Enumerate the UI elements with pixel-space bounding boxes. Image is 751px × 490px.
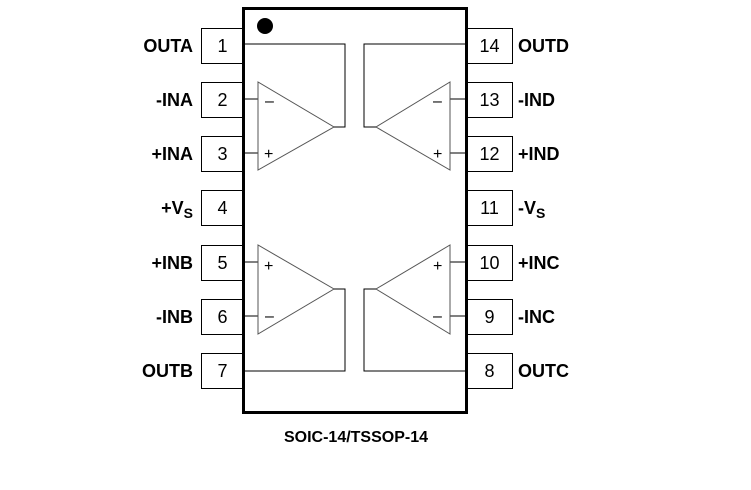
pin-number: 2 [217,90,227,110]
pin-number: 7 [217,361,227,381]
amp-c-plus-sign: + [433,258,442,275]
pin-box [201,353,244,389]
pin1-indicator-dot [257,18,273,34]
pin-number: 4 [217,198,227,218]
pin-box [201,136,244,172]
pin-3: 3 +INA [151,136,244,172]
pin-label: -INB [156,307,193,327]
pin-number: 10 [479,253,499,273]
amp-d-minus-sign: – [433,93,442,110]
pin-number: 6 [217,307,227,327]
amp-d-plus-sign: + [433,146,442,163]
package-caption: SOIC-14/TSSOP-14 [284,429,428,446]
pin-number: 14 [479,36,499,56]
amp-a-minus-sign: – [265,93,274,110]
pin-number: 11 [480,198,499,218]
pin-label: +IND [518,144,560,164]
chip-body [242,7,468,414]
pin-number: 3 [217,144,227,164]
pin-label: +VS [161,198,193,221]
amplifier-a: – + [245,43,346,171]
amp-b-feedback [245,288,346,372]
pin-8: 8 OUTC [466,353,569,389]
pin-box [466,136,513,172]
pin-box [466,190,513,226]
pin-9: 9 -INC [466,299,555,335]
pin-11: 11 -VS [466,190,545,226]
amp-b-minus-sign: – [265,308,274,325]
pin-12: 12 +IND [466,136,560,172]
amp-a-feedback [245,43,346,128]
pin-1: 1 OUTA [143,28,244,64]
pin-label: +INC [518,253,560,273]
amp-a-plus-sign: + [264,146,273,163]
amplifier-d: – + [363,43,465,171]
pin-label: OUTD [518,36,569,56]
pin-label: -IND [518,90,555,110]
pin-box [201,28,244,64]
left-pins: 1 OUTA 2 -INA 3 +INA 4 +VS 5 +INB 6 -INB 7 OUTB [142,28,244,389]
pin-label: -INC [518,307,555,327]
pin-label: +INA [151,144,193,164]
pin-6: 6 -INB [156,299,244,335]
amplifier-c: + – [363,244,465,372]
pin-number: 12 [479,144,499,164]
pin-label: +INB [151,253,193,273]
pin-10: 10 +INC [466,245,560,281]
pin-box [201,299,244,335]
pin-label-subscript: S [536,205,545,221]
pin-box [201,245,244,281]
pin-box [466,245,513,281]
pin-4: 4 +VS [161,190,244,226]
pin-number: 13 [479,90,499,110]
pin-number: 1 [217,36,227,56]
pin-label: -VS [518,198,545,221]
amp-d-triangle [375,81,451,171]
pin-label: -INA [156,90,193,110]
amp-b-triangle [257,244,335,335]
pin-box [466,353,513,389]
amp-c-minus-sign: – [433,308,442,325]
amp-b-plus-sign: + [264,258,273,275]
amp-a-triangle [257,81,335,171]
amp-c-feedback [363,288,465,372]
pin-label: OUTC [518,361,569,381]
amp-c-triangle [375,244,451,335]
amplifier-b: + – [245,244,346,372]
pin-box [466,299,513,335]
pin-2: 2 -INA [156,82,244,118]
pin-label: OUTB [142,361,193,381]
right-pins: 14 OUTD 13 -IND 12 +IND 11 -VS 10 +INC 9 -INC 8 OUTC [466,28,569,389]
pin-number: 8 [484,361,494,381]
pin-number: 9 [484,307,494,327]
pin-5: 5 +INB [151,245,244,281]
pin-box [201,82,244,118]
pin-13: 13 -IND [466,82,555,118]
amp-d-feedback [363,43,465,128]
pin-label: OUTA [143,36,193,56]
pin-14: 14 OUTD [466,28,569,64]
pin-number: 5 [217,253,227,273]
pin-7: 7 OUTB [142,353,244,389]
pin-label-subscript: S [184,205,193,221]
